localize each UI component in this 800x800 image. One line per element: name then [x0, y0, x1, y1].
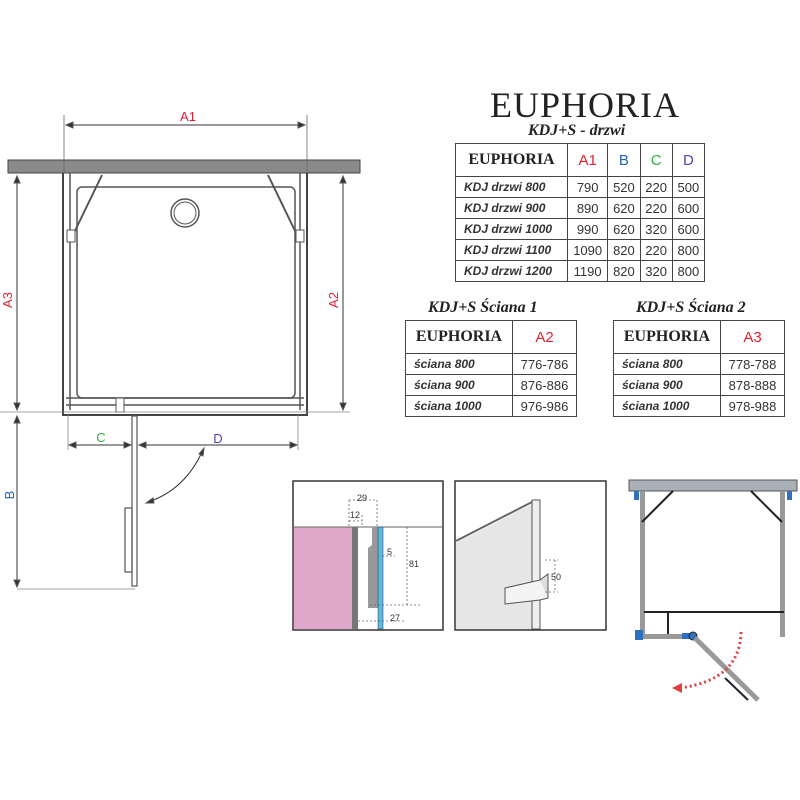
stabilizer-bar [71, 174, 103, 238]
row-label: KDJ drzwi 1200 [455, 260, 568, 282]
profile-detail: 29 12 5 81 27 [292, 480, 444, 631]
cell: 520 [607, 176, 641, 198]
row-label: ściana 900 [405, 374, 513, 396]
dim-27: 27 [390, 613, 400, 623]
label-a3: A3 [0, 292, 15, 308]
cell: 220 [639, 197, 673, 219]
cell: 876-886 [512, 374, 577, 396]
label-c: C [96, 430, 105, 445]
col-a1: A1 [566, 143, 609, 177]
shower-tray [76, 186, 296, 399]
wall1-subtitle: KDJ+S Ściana 1 [428, 299, 538, 316]
cell: 600 [671, 218, 706, 240]
row-label: ściana 800 [613, 353, 721, 375]
row-label: ściana 1000 [405, 395, 513, 417]
cell: 790 [566, 176, 609, 198]
label-a2: A2 [326, 292, 341, 308]
cell: 978-988 [720, 395, 785, 417]
dim-5: 5 [387, 547, 392, 557]
cell: 600 [671, 197, 706, 219]
stabilizer-bar [267, 174, 299, 238]
cell: 220 [639, 176, 673, 198]
product-title: EUPHORIA [489, 85, 680, 125]
cell: 800 [671, 260, 706, 282]
dim-12: 12 [350, 510, 360, 520]
row-label: ściana 1000 [613, 395, 721, 417]
dim-81: 81 [409, 559, 419, 569]
doors-subtitle: KDJ+S - drzwi [528, 122, 626, 139]
cell: 890 [566, 197, 609, 219]
row-label: KDJ drzwi 900 [455, 197, 568, 219]
cell: 820 [607, 260, 641, 282]
table-header: EUPHORIA [405, 320, 513, 354]
col-a2: A2 [512, 320, 577, 354]
row-label: ściana 800 [405, 353, 513, 375]
cell: 878-888 [720, 374, 785, 396]
wall [7, 159, 361, 174]
cell: 620 [607, 197, 641, 219]
cell: 320 [639, 260, 673, 282]
plan-view [0, 115, 361, 590]
door-panel [131, 415, 138, 587]
drain [170, 198, 200, 228]
row-label: KDJ drzwi 1100 [455, 239, 568, 261]
wall2-subtitle: KDJ+S Ściana 2 [636, 299, 746, 316]
cell: 778-788 [720, 353, 785, 375]
table-header: EUPHORIA [455, 143, 568, 177]
row-label: KDJ drzwi 800 [455, 176, 568, 198]
swing-arrow [147, 449, 204, 503]
col-a3: A3 [720, 320, 785, 354]
cell: 990 [566, 218, 609, 240]
col-b: B [607, 143, 641, 177]
cell: 820 [607, 239, 641, 261]
cell: 220 [639, 239, 673, 261]
col-d: D [671, 143, 706, 177]
cell: 976-986 [512, 395, 577, 417]
cell: 1190 [566, 260, 609, 282]
cell: 776-786 [512, 353, 577, 375]
cell: 1090 [566, 239, 609, 261]
label-a1: A1 [180, 109, 196, 124]
label-d: D [213, 431, 222, 446]
cell: 620 [607, 218, 641, 240]
table-header: EUPHORIA [613, 320, 721, 354]
hinge-detail: 50 [454, 480, 607, 631]
door-handle [124, 507, 133, 573]
row-label: KDJ drzwi 1000 [455, 218, 568, 240]
label-b: B [2, 491, 17, 500]
dim-50: 50 [551, 572, 561, 582]
dim-29: 29 [357, 493, 367, 503]
cell: 800 [671, 239, 706, 261]
col-c: C [639, 143, 673, 177]
row-label: ściana 900 [613, 374, 721, 396]
cell: 320 [639, 218, 673, 240]
opening-schematic [628, 479, 798, 702]
cell: 500 [671, 176, 706, 198]
